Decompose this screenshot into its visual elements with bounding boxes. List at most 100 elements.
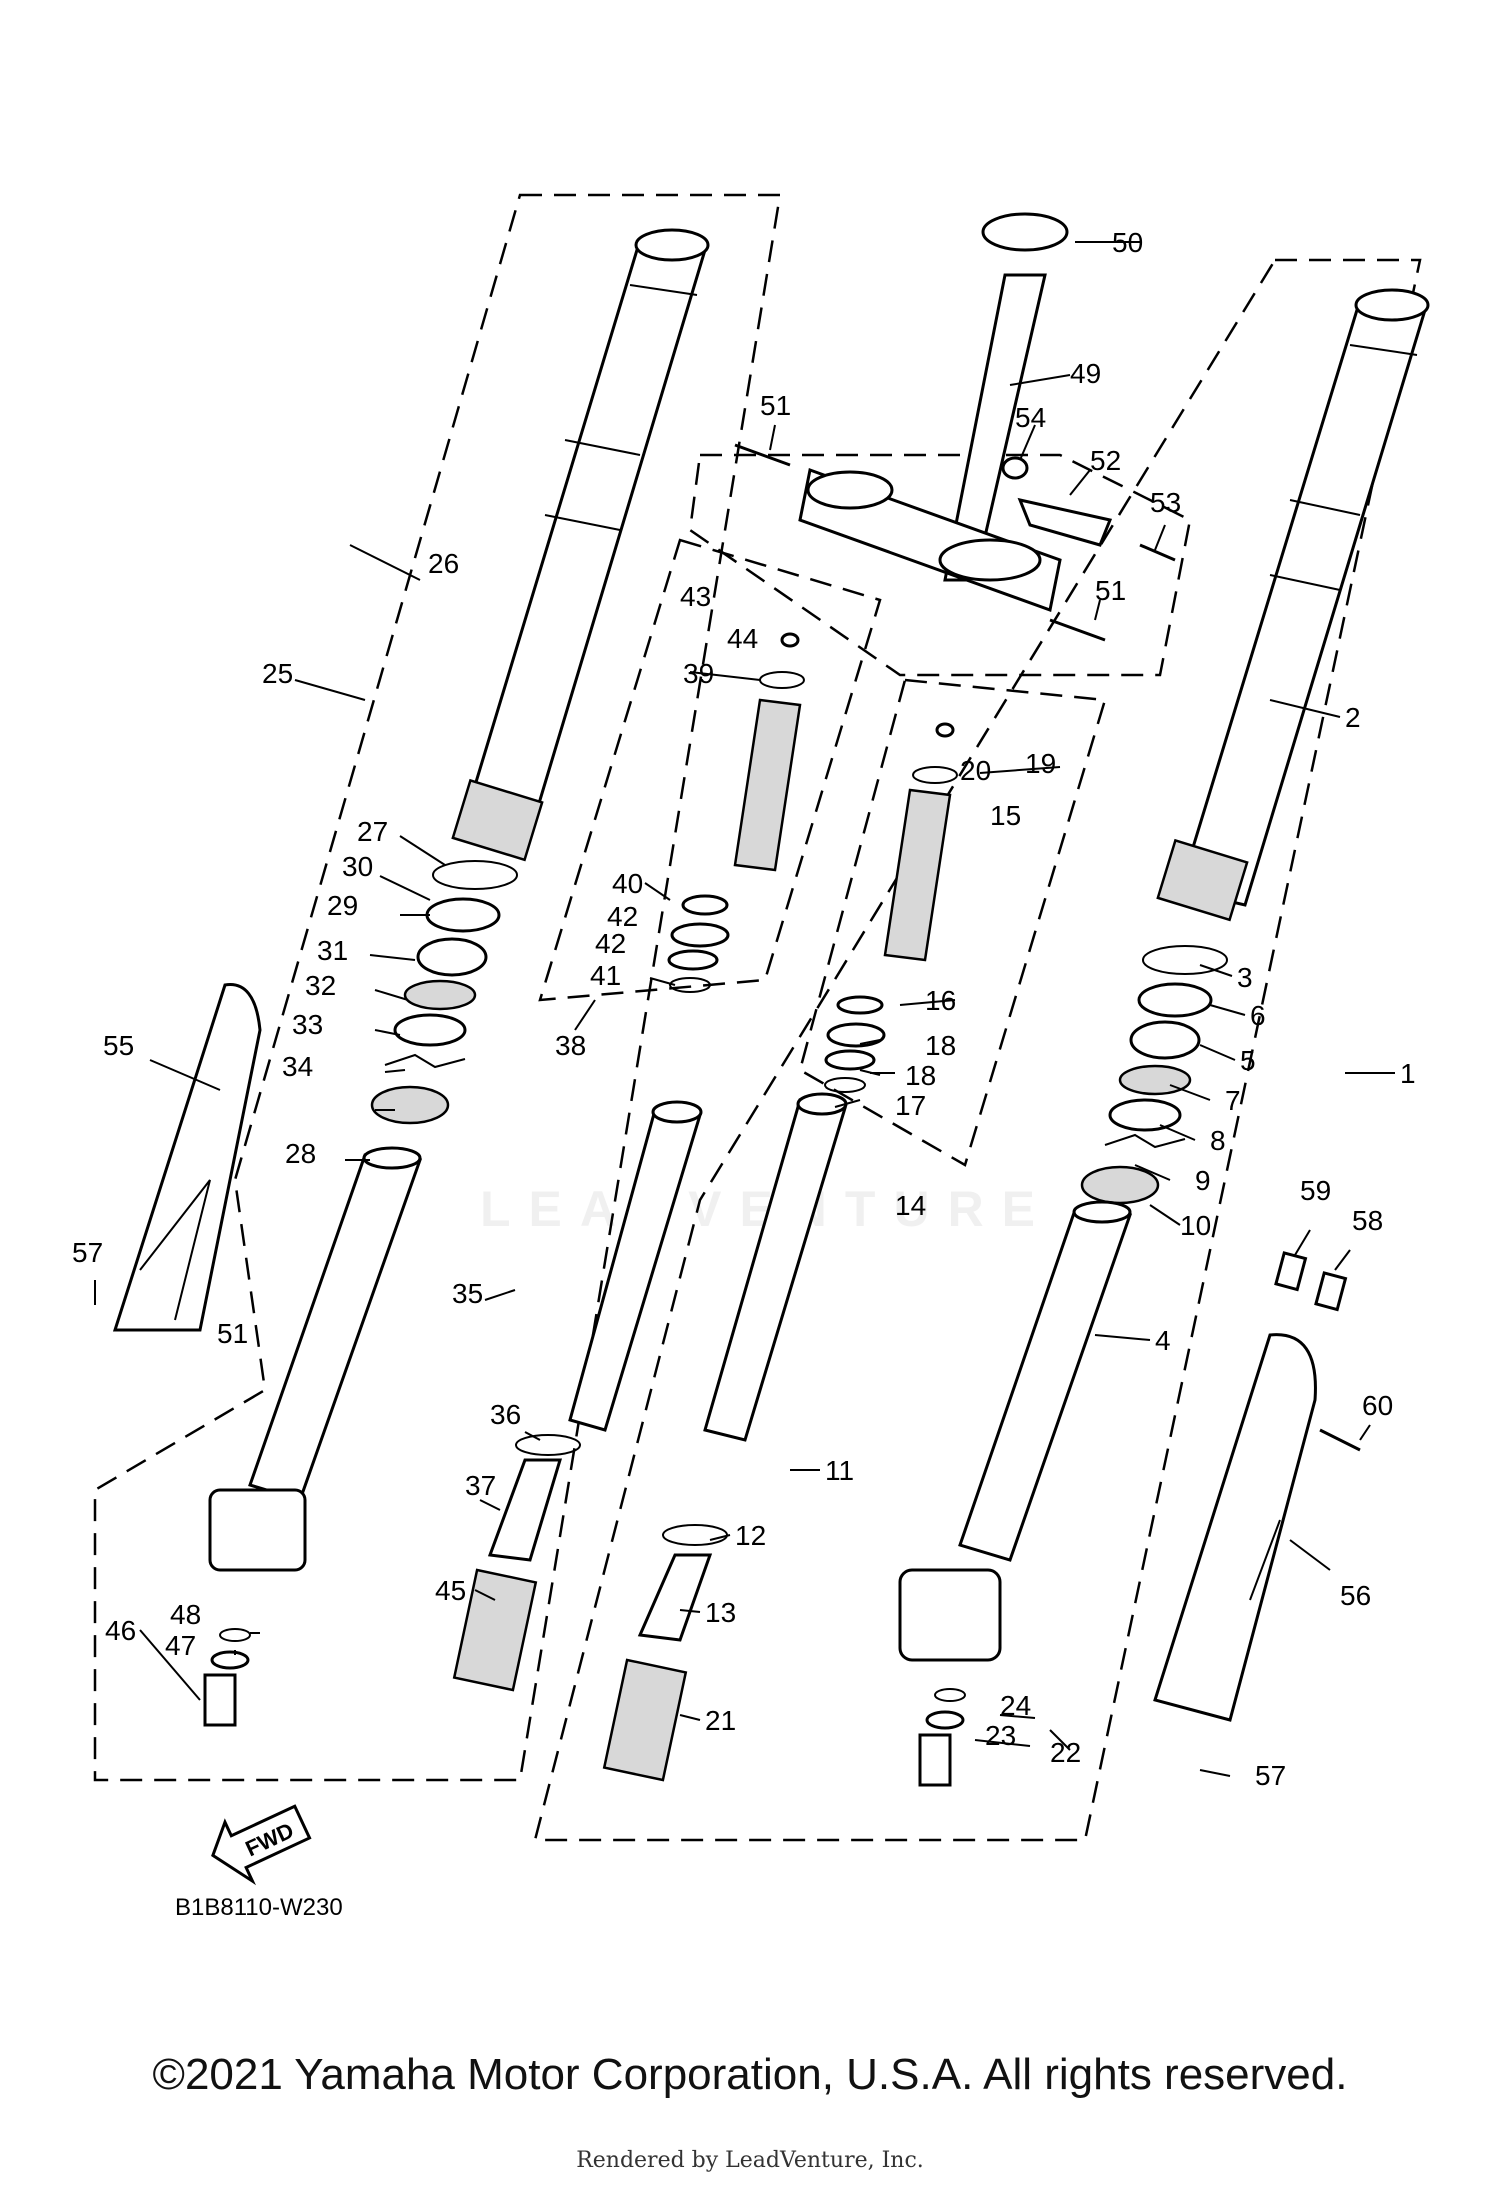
callout-57b: 57	[1255, 1760, 1286, 1791]
callout-3: 3	[1237, 962, 1253, 993]
callout-2: 2	[1345, 702, 1361, 733]
callout-47: 47	[165, 1630, 196, 1661]
outer-tube-right	[1156, 288, 1430, 922]
callout-17: 17	[895, 1090, 926, 1121]
callout-5: 5	[1240, 1045, 1256, 1076]
callout-60: 60	[1362, 1390, 1393, 1421]
diagram-code: B1B8110-W230	[175, 1894, 343, 1921]
callout-7: 7	[1225, 1085, 1241, 1116]
callout-41: 41	[590, 960, 621, 991]
callout-34: 34	[282, 1051, 313, 1082]
callout-18b: 18	[905, 1060, 936, 1091]
copyright-notice: ©2021 Yamaha Motor Corporation, U.S.A. A…	[152, 2050, 1348, 2099]
callout-53: 53	[1150, 487, 1181, 518]
top-triple-clamp	[798, 467, 1062, 613]
callout-59: 59	[1300, 1175, 1331, 1206]
handlebar-holder	[1001, 456, 1176, 562]
callout-46: 46	[105, 1615, 136, 1646]
bolt-51-top	[734, 443, 791, 467]
callout-49: 49	[1070, 358, 1101, 389]
callout-6: 6	[1250, 1000, 1266, 1031]
callout-58: 58	[1352, 1205, 1383, 1236]
assembly-outline-damper-14	[798, 678, 1107, 1167]
callout-40: 40	[612, 868, 643, 899]
callout-18a: 18	[925, 1030, 956, 1061]
callout-43: 43	[680, 581, 711, 612]
callout-38: 38	[555, 1030, 586, 1061]
steering-stem	[943, 212, 1069, 582]
axle-bolt-right	[918, 1688, 966, 1787]
damper-rod-11	[637, 1092, 848, 1642]
callout-25: 25	[262, 658, 293, 689]
callout-33: 33	[292, 1009, 323, 1040]
seal-stack-left	[370, 860, 518, 1125]
callout-24: 24	[1000, 1690, 1031, 1721]
rendered-by-notice: Rendered by LeadVenture, Inc.	[576, 2148, 924, 2173]
bolt-51-clamp	[1049, 618, 1106, 642]
callout-4: 4	[1155, 1325, 1171, 1356]
callout-54: 54	[1015, 402, 1046, 433]
callout-52: 52	[1090, 445, 1121, 476]
outer-tube-left	[451, 228, 710, 862]
callout-labels: 1 2 3 4 5 6 7 8 9 10 11 12 13 14 15 16 1…	[72, 227, 1416, 1791]
callout-8: 8	[1210, 1125, 1226, 1156]
damper-cartridge-38	[667, 632, 805, 993]
fork-guard-left	[112, 983, 262, 1332]
callout-37: 37	[465, 1470, 496, 1501]
guard-clips	[1274, 1251, 1361, 1452]
callout-9: 9	[1195, 1165, 1211, 1196]
inner-tube-right	[898, 1200, 1133, 1662]
callout-19: 19	[1025, 748, 1056, 779]
callout-48: 48	[170, 1599, 201, 1630]
assembly-outline-top-clamp	[688, 453, 1192, 677]
damper-cartridge-14	[824, 722, 958, 1093]
callout-51a: 51	[760, 390, 791, 421]
assembly-outline-damper-38	[538, 538, 882, 1002]
assembly-outline-left-fork	[93, 193, 782, 1782]
seal-stack-right	[1080, 945, 1228, 1205]
fork-guard-right	[1153, 1333, 1317, 1722]
callout-31: 31	[317, 935, 348, 966]
spring-21	[602, 1658, 688, 1782]
callout-42b: 42	[595, 928, 626, 959]
callout-14: 14	[895, 1190, 926, 1221]
callout-45: 45	[435, 1575, 466, 1606]
axle-bolt-left	[203, 1628, 251, 1727]
callout-51c: 51	[217, 1318, 248, 1349]
callout-12: 12	[735, 1520, 766, 1551]
callout-42a: 42	[607, 901, 638, 932]
inner-tube-left	[208, 1146, 423, 1572]
callout-10: 10	[1180, 1210, 1211, 1241]
callout-35: 35	[452, 1278, 483, 1309]
callout-30: 30	[342, 851, 373, 882]
callout-36: 36	[490, 1399, 521, 1430]
callout-22: 22	[1050, 1737, 1081, 1768]
callout-16: 16	[925, 985, 956, 1016]
callout-27: 27	[357, 816, 388, 847]
fwd-arrow: FWD	[211, 1804, 312, 1886]
callout-57a: 57	[72, 1237, 103, 1268]
damper-rod-35	[487, 1100, 703, 1562]
callout-15: 15	[990, 800, 1021, 831]
callout-50: 50	[1112, 227, 1143, 258]
callout-11: 11	[825, 1455, 854, 1486]
callout-39: 39	[683, 658, 714, 689]
callout-28: 28	[285, 1138, 316, 1169]
callout-32: 32	[305, 970, 336, 1001]
assembly-outline-right-fork	[533, 258, 1422, 1842]
callout-55: 55	[103, 1030, 134, 1061]
callout-29: 29	[327, 890, 358, 921]
callout-26: 26	[428, 548, 459, 579]
callout-51b: 51	[1095, 575, 1126, 606]
callout-21: 21	[705, 1705, 736, 1736]
callout-44: 44	[727, 623, 758, 654]
callout-13: 13	[705, 1597, 736, 1628]
watermark: LEADVENTURE	[480, 1181, 1054, 1237]
callout-1: 1	[1400, 1058, 1416, 1089]
spring-45	[452, 1568, 538, 1692]
callout-20: 20	[960, 755, 991, 786]
callout-23: 23	[985, 1720, 1016, 1751]
leader-lines	[94, 241, 1395, 1777]
callout-56: 56	[1340, 1580, 1371, 1611]
